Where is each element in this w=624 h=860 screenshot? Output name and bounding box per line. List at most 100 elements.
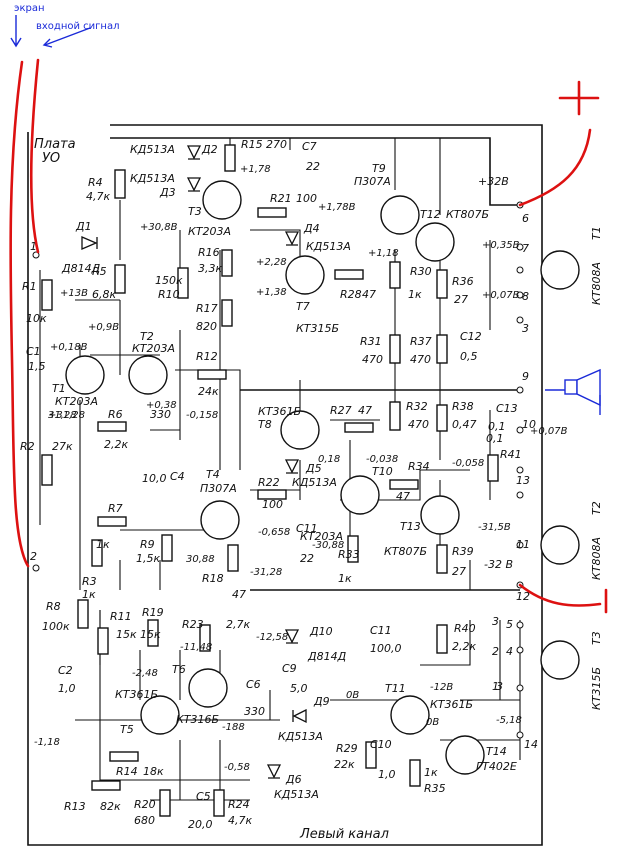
svg-text:1,0: 1,0: [58, 682, 76, 695]
svg-text:С11: С11: [296, 522, 318, 535]
resistor-symbols: [41, 144, 499, 817]
svg-text:R8: R8: [46, 600, 61, 613]
t12-type: КТ807Б: [446, 208, 489, 221]
svg-text:R16: R16: [198, 246, 220, 259]
svg-text:С11: С11: [370, 624, 392, 637]
svg-text:1к: 1к: [424, 766, 438, 779]
svg-text:1к: 1к: [96, 538, 110, 551]
svg-text:1,5: 1,5: [28, 360, 46, 373]
input-lead-red: [9, 60, 30, 568]
svg-text:-30,88: -30,88: [312, 540, 344, 551]
out-t1-ref: Т1: [590, 226, 603, 240]
svg-text:47: 47: [396, 490, 410, 503]
terminal-2: 2: [30, 550, 37, 563]
svg-text:R29: R29: [336, 742, 358, 755]
svg-text:150к: 150к: [155, 274, 183, 287]
svg-text:+1,78В: +1,78В: [318, 202, 356, 213]
svg-text:0В: 0В: [426, 717, 439, 728]
terminal-3b: 3: [496, 680, 503, 693]
capacitor-labels: С1 1,5 С2 1,0 330 С4 10,0 С5 20,0 С6 330…: [26, 140, 518, 831]
svg-text:Д9: Д9: [313, 695, 330, 708]
plus-lead-red: [518, 128, 592, 207]
svg-text:-0,038: -0,038: [366, 454, 398, 465]
svg-text:18к: 18к: [143, 765, 164, 778]
terminal-1b: 1: [492, 680, 499, 693]
resistor-labels: R1 10к R2 27к R3 1к R4 4,7к R5 6,8к R6 2…: [20, 138, 522, 827]
svg-text:Д814Д: Д814Д: [307, 650, 347, 663]
svg-text:Д6: Д6: [285, 773, 302, 786]
t9-ref: Т9: [372, 162, 386, 175]
svg-text:27к: 27к: [52, 440, 73, 453]
svg-text:-0,058: -0,058: [452, 458, 484, 469]
speaker-icon: [545, 368, 601, 415]
terminal-11: 11: [516, 538, 530, 551]
svg-text:Д1: Д1: [75, 220, 92, 233]
svg-text:20,0: 20,0: [188, 818, 213, 831]
svg-text:1к: 1к: [408, 288, 422, 301]
svg-text:R18: R18: [202, 572, 224, 585]
svg-text:R30: R30: [410, 265, 432, 278]
svg-text:КД513А: КД513А: [278, 730, 323, 743]
svg-text:+31,28: +31,28: [48, 410, 85, 421]
svg-text:R27: R27: [330, 404, 352, 417]
signal-arrow: [42, 27, 91, 48]
svg-text:100,0: 100,0: [370, 642, 402, 655]
svg-text:3,3к: 3,3к: [198, 262, 222, 275]
screen-label: экран: [14, 3, 45, 14]
svg-text:R39: R39: [452, 545, 474, 558]
svg-text:0,1: 0,1: [486, 432, 504, 445]
svg-text:-0,658: -0,658: [258, 527, 290, 538]
svg-text:470: 470: [410, 353, 431, 366]
svg-text:R22: R22: [258, 476, 280, 489]
board-title-1: Плата: [34, 137, 76, 152]
svg-text:82к: 82к: [100, 800, 121, 813]
t9-type: П307А: [354, 175, 391, 188]
svg-text:КД513А: КД513А: [130, 143, 175, 156]
svg-text:330: 330: [150, 408, 171, 421]
svg-text:R13: R13: [64, 800, 86, 813]
rail-plus-32: +32В: [478, 175, 509, 188]
svg-text:0В: 0В: [346, 690, 359, 701]
svg-text:10к: 10к: [26, 312, 47, 325]
svg-text:R10: R10: [158, 288, 180, 301]
t6-type: КТ316Б: [176, 713, 219, 726]
svg-text:Д2: Д2: [201, 143, 218, 156]
svg-text:22: 22: [300, 552, 314, 565]
svg-text:R2: R2: [20, 440, 35, 453]
svg-text:С5: С5: [196, 790, 211, 803]
plus-sign-red: [558, 80, 600, 116]
t4-ref: Т4: [206, 468, 220, 481]
svg-text:+1,18: +1,18: [368, 248, 399, 259]
svg-text:-2,48: -2,48: [132, 668, 158, 679]
svg-text:R17: R17: [196, 302, 218, 315]
svg-text:680: 680: [134, 814, 155, 827]
svg-text:R41: R41: [500, 448, 522, 461]
svg-text:2,2к: 2,2к: [452, 640, 476, 653]
svg-text:-31,5В: -31,5В: [478, 522, 511, 533]
svg-text:-5,18: -5,18: [496, 715, 522, 726]
svg-text:30,88: 30,88: [186, 554, 215, 565]
svg-text:Д4: Д4: [303, 222, 320, 235]
top-rail: [110, 137, 520, 206]
svg-text:+1,38: +1,38: [256, 287, 287, 298]
svg-text:+0,38: +0,38: [146, 400, 177, 411]
svg-text:R34: R34: [408, 460, 430, 473]
svg-text:470: 470: [408, 418, 429, 431]
screen-arrow: [10, 15, 22, 48]
svg-text:R21: R21: [270, 192, 292, 205]
t13-ref: Т13: [400, 520, 421, 533]
svg-text:47: 47: [232, 588, 246, 601]
svg-text:R5: R5: [92, 265, 107, 278]
svg-text:R31: R31: [360, 335, 382, 348]
t13-type: КТ807Б: [384, 545, 427, 558]
svg-text:270: 270: [266, 138, 287, 151]
t2-type: КТ203А: [132, 342, 175, 355]
terminal-4: 4: [506, 645, 513, 658]
svg-text:С2: С2: [58, 664, 73, 677]
t7-ref: Т7: [296, 300, 310, 313]
svg-text:+0,07В: +0,07В: [482, 290, 520, 301]
svg-text:R7: R7: [108, 502, 123, 515]
board-title-2: УО: [42, 151, 60, 166]
svg-text:-1,18: -1,18: [34, 737, 60, 748]
